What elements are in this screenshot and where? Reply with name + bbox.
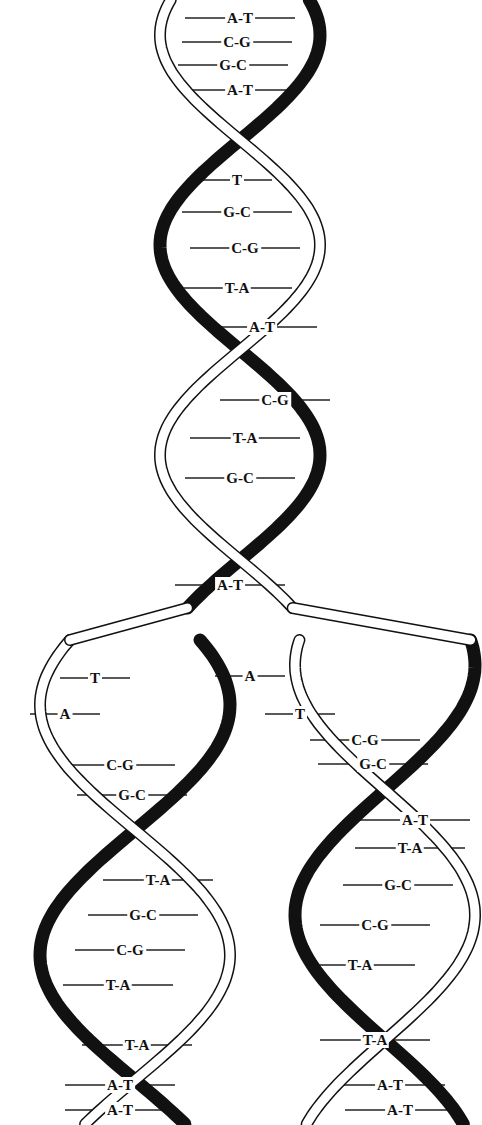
base-pair-label: A-T	[225, 10, 255, 26]
base-pair-label: T-A	[396, 840, 424, 856]
base-pair-label: G-C	[224, 470, 256, 486]
base-pair-label: C-G	[104, 757, 136, 773]
base-pair-label: T-A	[361, 1032, 389, 1048]
light-strand	[295, 640, 475, 1124]
base-pair-label: C-G	[359, 917, 391, 933]
base-pair-label: T-A	[231, 430, 259, 446]
base-pair-label: G-C	[382, 877, 414, 893]
base-pair-label: T-A	[346, 957, 374, 973]
base-pair-label: A-T	[105, 1077, 135, 1093]
base-pair-label: G-C	[127, 907, 159, 923]
base-pair-label: T-A	[123, 1037, 151, 1053]
light-strand-outline	[295, 640, 475, 1124]
base-pair-label: C-G	[221, 34, 253, 50]
light-strand-outline	[160, 0, 320, 608]
base-pair-label: A-T	[247, 319, 277, 335]
base-pair-label: T-A	[144, 872, 172, 888]
fork-strand-outline	[70, 608, 187, 640]
dark-strand	[295, 640, 475, 1124]
base-pair-label: G-C	[116, 787, 148, 803]
base-pair-label: C-G	[259, 392, 291, 408]
dark-strand	[40, 640, 230, 1124]
fork-strand-outline	[293, 608, 471, 640]
base-pair-label: A	[243, 668, 258, 684]
base-pair-label: G-C	[357, 756, 389, 772]
base-pair-label: C-G	[349, 732, 381, 748]
base-pair-label: A	[58, 706, 73, 722]
base-pair-label: A-T	[225, 82, 255, 98]
fork-strand	[293, 608, 471, 640]
light-strand	[40, 640, 230, 1124]
light-strand-outline	[40, 640, 230, 1124]
base-pair-label: G-C	[221, 204, 253, 220]
base-pair-label: A-T	[385, 1102, 415, 1118]
base-pair-label: T	[88, 670, 102, 686]
base-pair-label: T-A	[223, 280, 251, 296]
base-pair-label: T	[230, 172, 244, 188]
base-pair-label: C-G	[114, 942, 146, 958]
base-pair-label: A-T	[105, 1102, 135, 1118]
base-pair-label: A-T	[400, 812, 430, 828]
base-pair-label: T	[293, 706, 307, 722]
dark-strand	[160, 0, 320, 608]
base-pair-label: G-C	[217, 57, 249, 73]
base-pair-label: A-T	[215, 577, 245, 593]
fork-strand	[70, 608, 187, 640]
base-pair-label: A-T	[375, 1077, 405, 1093]
base-pair-label: C-G	[229, 240, 261, 256]
base-pair-label: T-A	[104, 977, 132, 993]
light-strand	[160, 0, 320, 608]
